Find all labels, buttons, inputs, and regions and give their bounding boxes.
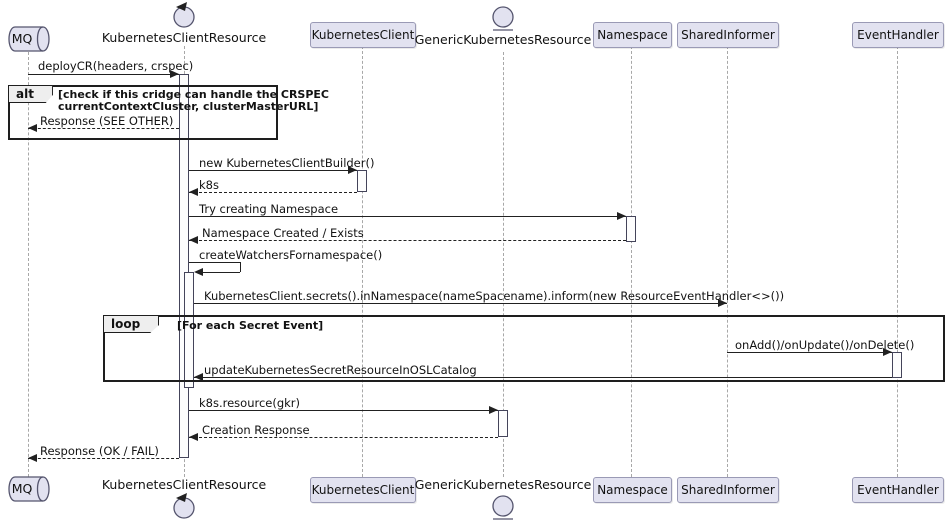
arrowhead: [189, 188, 198, 196]
message-label: k8s.resource(gkr): [199, 396, 301, 410]
message-label: Creation Response: [202, 423, 310, 437]
participant-label-kubernetesclient-bottom: KubernetesClient: [311, 483, 415, 497]
message-label: KubernetesClient.secrets().inNamespace(n…: [204, 289, 785, 303]
loop-fragment-condition: [For each Secret Event]: [177, 319, 324, 332]
message-label: k8s: [199, 178, 219, 192]
participant-label-mq: MQ: [11, 31, 33, 46]
alt-fragment-condition-line2: currentContextCluster, clusterMasterURL]: [58, 100, 319, 113]
arrowhead: [194, 268, 203, 276]
arrowhead: [348, 166, 357, 174]
message-line-onadd-onupdate-ondelete: [727, 352, 892, 353]
participant-label-sharedinformer: SharedInformer: [681, 28, 775, 42]
message-label: Response (OK / FAIL): [40, 444, 159, 458]
alt-fragment: [8, 85, 278, 140]
lifeline-mq: [28, 52, 29, 477]
self-message-out: [189, 262, 240, 263]
message-label: updateKubernetesSecretResourceInOSLCatal…: [204, 363, 477, 377]
entity-icon: [492, 6, 514, 31]
activation-kcr-main: [179, 74, 189, 458]
message-line-response-ok-fail: [28, 458, 179, 459]
participant-box-eventhandler: EventHandler: [852, 22, 944, 48]
message-label: Response (SEE OTHER): [40, 114, 174, 128]
alt-fragment-condition-line1: [check if this cridge can handle the CRS…: [58, 88, 329, 101]
message-line-secrets-inform: [194, 303, 727, 304]
activation-namespace: [626, 216, 636, 242]
message-line-k8s-resource-gkr: [189, 410, 498, 411]
arrowhead: [189, 236, 198, 244]
loop-fragment-tab: loop: [103, 315, 160, 333]
message-line-update-secret-catalog: [194, 377, 892, 378]
arrowhead: [617, 212, 626, 220]
control-icon: [173, 2, 195, 28]
message-line-creation-response: [189, 437, 498, 438]
activation-kcr-nested: [184, 272, 194, 388]
participant-label-eventhandler-bottom: EventHandler: [857, 483, 939, 497]
participant-label-namespace-bottom: Namespace: [597, 483, 668, 497]
lifeline-generickubernetesresource: [503, 52, 504, 477]
participant-box-namespace-bottom: Namespace: [593, 477, 672, 503]
message-label: onAdd()/onUpdate()/onDelete(): [735, 338, 915, 352]
participant-box-kubernetesclient-bottom: KubernetesClient: [310, 477, 416, 503]
arrowhead: [189, 433, 198, 441]
participant-label-eventhandler: EventHandler: [857, 28, 939, 42]
participant-box-sharedinformer: SharedInformer: [677, 22, 779, 48]
message-line-try-creating-namespace: [189, 216, 626, 217]
participant-box-sharedinformer-bottom: SharedInformer: [677, 477, 779, 503]
participant-label-sharedinformer-bottom: SharedInformer: [681, 483, 775, 497]
activation-eventhandler: [892, 352, 902, 378]
participant-label-generickubernetesresource-bottom: GenericKubernetesResource: [414, 477, 592, 492]
arrowhead: [883, 348, 892, 356]
message-line-new-clientbuilder: [189, 170, 357, 171]
message-label: Namespace Created / Exists: [202, 226, 364, 240]
control-icon: [173, 493, 195, 519]
arrowhead: [194, 373, 203, 381]
self-message-back: [199, 272, 240, 273]
activation-kubernetesclient: [357, 170, 367, 192]
arrowhead: [170, 70, 179, 78]
message-label: deployCR(headers, crspec): [38, 59, 194, 73]
participant-box-eventhandler-bottom: EventHandler: [852, 477, 944, 503]
message-line-response-see-other: [28, 128, 179, 129]
participant-box-kubernetesclient: KubernetesClient: [310, 22, 416, 48]
message-label: new KubernetesClientBuilder(): [199, 156, 375, 170]
participant-label-generickubernetesresource: GenericKubernetesResource: [414, 32, 592, 47]
message-label: Try creating Namespace: [199, 202, 339, 216]
lifeline-sharedinformer: [727, 46, 728, 477]
message-line-namespace-created: [189, 240, 626, 241]
queue-icon: [8, 476, 50, 502]
entity-icon: [492, 495, 514, 520]
participant-label-mq-bottom: MQ: [11, 481, 33, 496]
participant-label-namespace: Namespace: [597, 28, 668, 42]
arrowhead: [489, 406, 498, 414]
activation-generickubernetesresource: [498, 410, 508, 437]
participant-label-kubernetesclientresource-bottom: KubernetesClientResource: [101, 477, 267, 492]
queue-icon: [8, 26, 50, 52]
arrowhead: [28, 454, 37, 462]
lifeline-kubernetesclient: [362, 46, 363, 477]
self-message-down: [240, 262, 241, 272]
lifeline-namespace: [631, 46, 632, 477]
message-line-deploycr: [28, 74, 179, 75]
loop-fragment: [103, 315, 945, 382]
participant-label-kubernetesclient: KubernetesClient: [311, 28, 415, 42]
message-label: createWatchersFornamespace(): [199, 248, 383, 262]
lifeline-eventhandler: [897, 46, 898, 477]
participant-box-namespace: Namespace: [593, 22, 672, 48]
participant-label-kubernetesclientresource: KubernetesClientResource: [101, 30, 267, 45]
alt-fragment-tab: alt: [8, 85, 53, 103]
arrowhead: [718, 299, 727, 307]
arrowhead: [28, 124, 37, 132]
message-line-k8s: [189, 192, 357, 193]
